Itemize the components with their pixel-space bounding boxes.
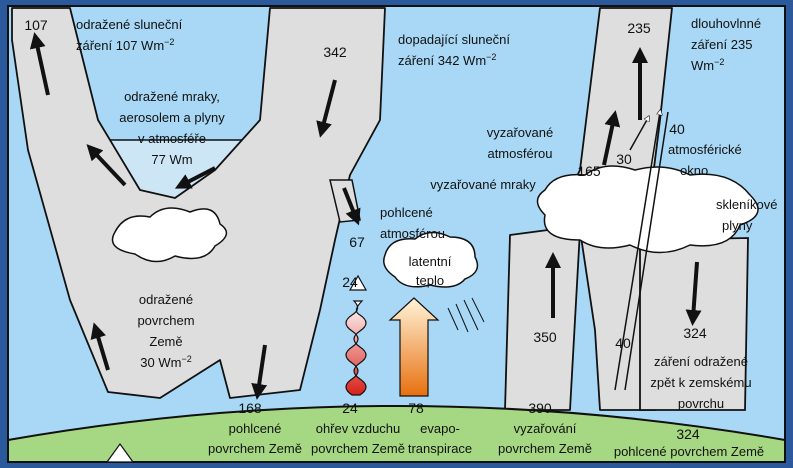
reflected-clouds-l4: 77 Wm: [151, 152, 192, 167]
value-incoming-solar: 342: [323, 44, 347, 60]
reflected-solar-sup: −2: [164, 37, 174, 47]
reflected-clouds-l2: aerosolem a plyny: [119, 110, 225, 125]
back-rad-l2: zpět k zemskému: [650, 375, 751, 390]
reflected-surface-sup: −2: [181, 354, 191, 364]
longwave-l3: Wm: [691, 58, 714, 73]
value-back-radiation: 324: [683, 325, 707, 341]
back-rad-l1: záření odražené: [654, 354, 748, 369]
longwave-l2: záření 235: [691, 37, 752, 52]
evapo-l2: transpirace: [408, 441, 472, 456]
value-surface-radiation: 390: [528, 400, 552, 416]
reflected-solar-l2: záření 107 Wm: [76, 38, 164, 53]
reflected-clouds-l1: odražené mraky,: [124, 89, 220, 104]
svg-text:záření 107 Wm−2: záření 107 Wm−2: [76, 37, 174, 53]
value-longwave: 235: [627, 20, 651, 36]
svg-text:záření 342 Wm−2: záření 342 Wm−2: [398, 52, 496, 68]
value-back-absorbed: 324: [676, 426, 700, 442]
absorbed-atm-l1: pohlcené: [380, 205, 433, 220]
value-surface-emitted: 350: [533, 329, 557, 345]
back-absorbed-label: pohlcené povrchem Země: [614, 444, 764, 459]
ghg-l2: plyny: [722, 218, 753, 233]
back-rad-l3: povrchu: [678, 396, 724, 411]
value-thermals-top: 24: [342, 274, 358, 290]
svg-text:dlouhovlnné: dlouhovlnné: [691, 16, 761, 31]
reflected-solar-l1: odražené sluneční: [76, 17, 183, 32]
value-reflected-solar: 107: [24, 17, 48, 33]
svg-text:odražené sluneční: odražené sluneční: [76, 17, 183, 32]
longwave-sup: −2: [714, 57, 724, 67]
reflected-clouds-l3: v atmosféře: [138, 131, 206, 146]
value-window-bottom: 40: [615, 335, 631, 351]
reflected-surface-l2: povrchem: [137, 313, 194, 328]
value-window: 40: [669, 121, 685, 137]
longwave-l1: dlouhovlnné: [691, 16, 761, 31]
svg-text:záření 235: záření 235: [691, 37, 752, 52]
incoming-solar-sup: −2: [486, 52, 496, 62]
absorbed-surface-l2: povrchem Země: [208, 441, 302, 456]
thermals-l1: ohřev vzduchu: [316, 421, 401, 436]
value-thermals-bottom: 24: [342, 400, 358, 416]
window-l2: okno: [680, 163, 708, 178]
reflected-surface-l3: Země: [149, 334, 182, 349]
value-emitted-clouds: 30: [616, 151, 632, 167]
reflected-surface-l4: 30 Wm: [140, 355, 181, 370]
surface-rad-l1: vyzařování: [514, 421, 577, 436]
window-l1: atmosférické: [668, 142, 742, 157]
absorbed-atm-l2: atmosférou: [380, 226, 445, 241]
emitted-atm-l1: vyzařované: [487, 125, 553, 140]
svg-text:dopadající sluneční: dopadající sluneční: [398, 32, 510, 47]
value-absorbed-atm: 67: [349, 234, 365, 250]
value-evapotranspiration: 78: [408, 400, 424, 416]
emitted-atm-l2: atmosférou: [487, 146, 552, 161]
incoming-solar-l1: dopadající sluneční: [398, 32, 510, 47]
emitted-clouds-label: vyzařované mraky: [430, 177, 536, 192]
reflected-surface-l1: odražené: [139, 292, 193, 307]
incoming-solar-l2: záření 342 Wm: [398, 53, 486, 68]
latent-l1: latentní: [409, 254, 452, 269]
value-emitted-atm: 165: [577, 163, 601, 179]
value-absorbed-surface: 168: [238, 400, 262, 416]
thermals-l2: povrchem Země: [311, 441, 405, 456]
ghg-l1: skleníkové: [716, 197, 777, 212]
surface-rad-l2: povrchem Země: [498, 441, 592, 456]
evapo-l1: evapo-: [420, 421, 460, 436]
absorbed-surface-l1: pohlcené: [229, 421, 282, 436]
latent-l2: teplo: [416, 273, 444, 288]
